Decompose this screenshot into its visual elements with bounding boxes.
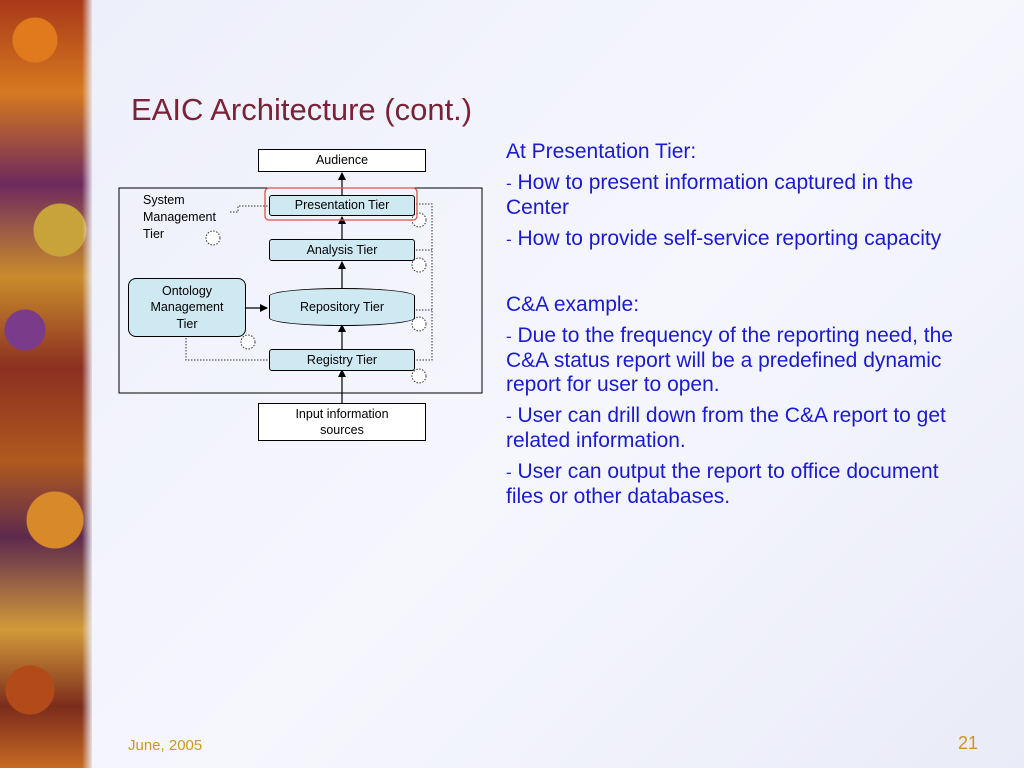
bullet-item: - User can drill down from the C&A repor… — [506, 404, 946, 452]
dotted-ontology-to-registry — [185, 338, 269, 361]
presentation-highlight — [264, 187, 418, 221]
audience-box: Audience — [258, 149, 426, 172]
bullet-item: - How to provide self-service reporting … — [506, 227, 942, 250]
presentation-tier-label: Presentation Tier — [294, 198, 390, 213]
presentation-tier-box: Presentation Tier — [269, 195, 415, 216]
registry-tier-box: Registry Tier — [269, 349, 415, 371]
section-heading: C&A example: — [506, 293, 640, 316]
page-number: 21 — [958, 733, 979, 753]
repository-tier-label: Repository Tier — [299, 299, 385, 314]
ontology-management-label: Ontology Management Tier — [150, 284, 224, 331]
bullet-item: - User can output the report to office d… — [506, 460, 939, 508]
input-sources-box: Input information sources — [258, 403, 426, 441]
connector-circle — [411, 257, 427, 273]
input-sources-label: Input information sources — [295, 406, 389, 437]
analysis-tier-box: Analysis Tier — [269, 239, 415, 261]
slide-bullets: At Presentation Tier: - How to present i… — [506, 140, 981, 516]
section-heading: At Presentation Tier: — [506, 140, 697, 163]
registry-tier-label: Registry Tier — [306, 352, 378, 367]
bullet-item: - How to present information captured in… — [506, 171, 914, 219]
repository-tier-box: Repository Tier — [269, 288, 415, 326]
connector-circle — [411, 368, 427, 384]
connector-circle — [205, 230, 221, 246]
connector-circle — [240, 334, 256, 350]
bullet-item: - Due to the frequency of the reporting … — [506, 324, 953, 396]
dotted-system-to-presentation — [230, 205, 268, 213]
diagram-connectors — [118, 172, 483, 403]
slide-title: EAIC Architecture (cont.) — [131, 92, 473, 127]
audience-label: Audience — [315, 153, 369, 168]
system-management-label: System Management Tier — [143, 193, 216, 241]
architecture-diagram: Audience System Management Tier Presenta… — [110, 140, 490, 450]
footer-date: June, 2005 — [128, 737, 203, 754]
connector-circle — [411, 316, 427, 332]
dotted-right-bus — [416, 203, 433, 361]
decorative-side-strip — [0, 0, 92, 768]
ontology-management-box: Ontology Management Tier — [128, 278, 246, 337]
analysis-tier-label: Analysis Tier — [306, 242, 378, 257]
